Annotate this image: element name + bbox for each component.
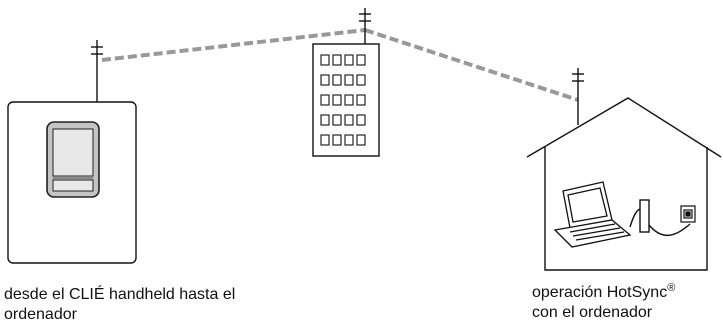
antenna-icon [359, 8, 371, 44]
office-building [312, 8, 380, 157]
building-body [312, 43, 380, 157]
hotsync-caption-line1: operación HotSync® [532, 283, 675, 303]
clie-handheld-icon [46, 121, 100, 198]
link-segment-right [364, 28, 579, 102]
hotsync-caption-line2: con el ordenador [532, 304, 653, 321]
laptop-icon [553, 181, 632, 248]
handheld-site [7, 40, 137, 264]
handheld-caption-line2: ordenador [4, 306, 77, 323]
house-site [526, 68, 722, 271]
wireless-link [101, 28, 579, 102]
registered-mark: ® [667, 282, 676, 294]
building-windows [320, 54, 366, 146]
modem-icon [629, 199, 691, 237]
antenna-icon [91, 40, 103, 102]
antenna-icon [572, 68, 584, 125]
wall-outlet-icon [680, 205, 696, 223]
link-segment-left [101, 28, 366, 62]
handheld-caption: desde el CLIÉ handheld hasta el ordenado… [4, 285, 235, 325]
hotsync-caption-text: operación HotSync [532, 284, 668, 301]
handheld-caption-line1: desde el CLIÉ handheld hasta el [4, 286, 236, 303]
hotsync-caption: operación HotSync® con el ordenador [532, 283, 675, 323]
house-outline [526, 97, 722, 271]
